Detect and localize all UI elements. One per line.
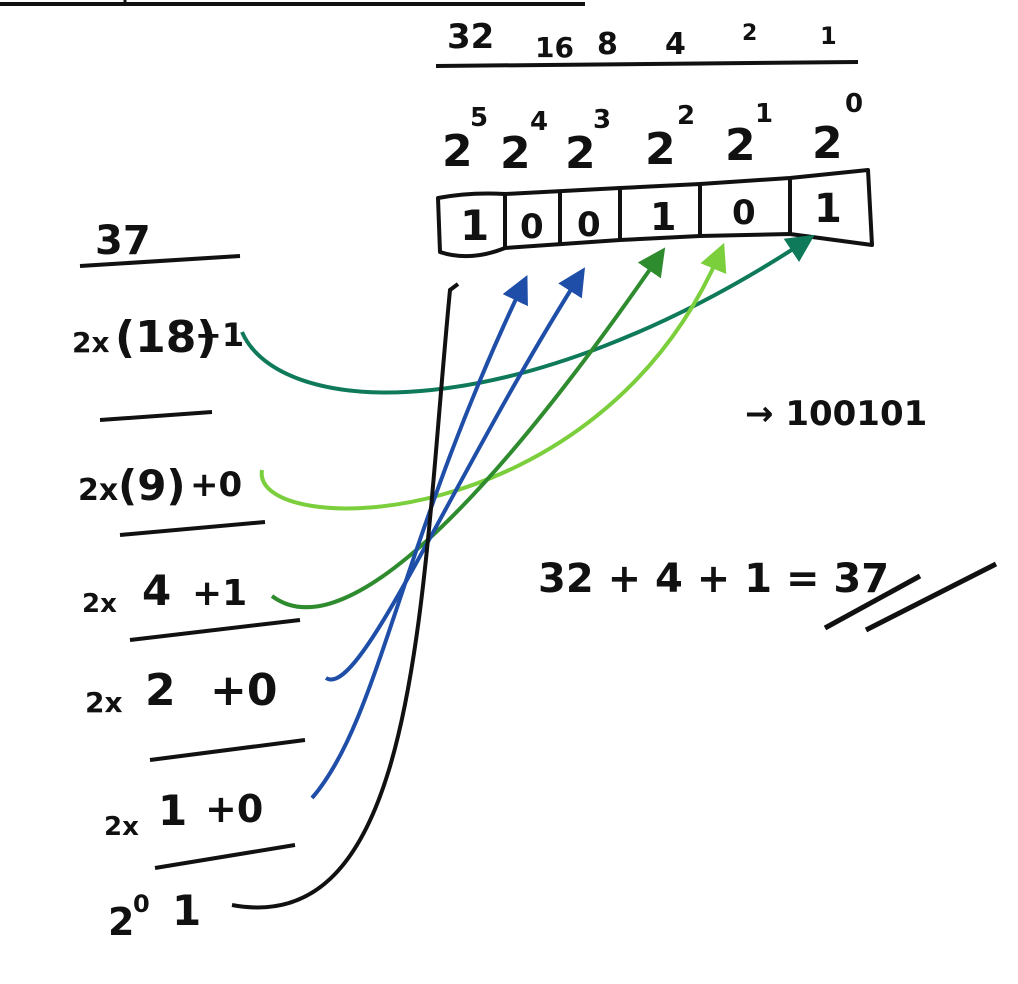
power-base-5: 2	[442, 126, 473, 177]
power-exp-1: 1	[755, 99, 773, 129]
arrow-remainder-5	[310, 274, 528, 800]
place-value-16: 16	[535, 31, 574, 64]
bit-digit: 0	[520, 207, 544, 247]
place-value-4: 4	[665, 27, 686, 62]
bit-digit: 1	[650, 195, 676, 239]
step-remainder: +1	[195, 316, 244, 354]
step-prefix: 2x	[78, 473, 118, 508]
double-underline-stroke	[864, 561, 998, 633]
step-divider	[119, 520, 266, 537]
division-step-3: 2x 4 +1	[82, 566, 247, 619]
step-remainder: +0	[210, 665, 277, 716]
division-step-2: 2x (9) +0	[78, 461, 242, 510]
step-prefix: 2x	[85, 686, 123, 719]
final-exp: 0	[133, 890, 150, 918]
step-divider	[154, 843, 296, 870]
power-base-1: 2	[725, 120, 756, 171]
step-prefix: 2x	[104, 812, 139, 842]
bit-box-outline	[436, 168, 874, 259]
power-base-0: 2	[812, 118, 843, 169]
step-remainder: +1	[192, 573, 247, 614]
power-exp-3: 3	[593, 105, 611, 135]
arrow-remainder-1	[240, 234, 815, 395]
start-number: 37	[95, 218, 151, 264]
place-value-2: 2	[742, 21, 757, 46]
arrow-remainder-2	[259, 242, 727, 511]
place-value-32: 32	[447, 17, 494, 57]
arrow-remainder-4	[324, 267, 585, 682]
arrow-remainder-final	[231, 282, 460, 910]
step-quotient: 1	[158, 786, 187, 835]
place-value-8: 8	[597, 27, 618, 62]
step-prefix: 2x	[72, 326, 110, 359]
step-quotient: (18)	[115, 312, 216, 363]
place-value-1: 1	[820, 22, 837, 50]
sum-equation: 32 + 4 + 1 = 37	[538, 556, 889, 602]
step-quotient: 4	[142, 566, 171, 615]
division-step-4: 2x 2 +0	[85, 665, 277, 719]
bit-digit: 1	[460, 201, 489, 250]
power-exp-0: 0	[845, 89, 863, 119]
step-prefix: 2x	[82, 589, 117, 619]
step-quotient: (9)	[118, 461, 186, 510]
power-exp-2: 2	[677, 101, 695, 131]
start-number-underline	[79, 254, 241, 268]
step-remainder: +0	[190, 465, 242, 505]
power-exp-5: 5	[470, 103, 488, 133]
division-step-1: 2x (18) +1	[72, 312, 244, 363]
power-exp-4: 4	[530, 107, 548, 137]
step-divider	[99, 410, 213, 422]
power-base-3: 2	[565, 128, 596, 179]
bit-box-row: 1 0 0 1 0 1	[436, 168, 874, 259]
powers-row: 2 5 2 4 2 3 2 2 2 1 2 0	[442, 89, 863, 179]
final-step: 2 0 1	[108, 886, 201, 944]
arrow-remainder-3	[270, 247, 666, 610]
final-base: 2	[108, 900, 134, 944]
result-binary: → 100101	[745, 394, 927, 434]
bit-digit: 1	[814, 186, 842, 232]
step-remainder: +0	[205, 787, 263, 831]
step-divider	[149, 738, 306, 762]
step-quotient: 2	[145, 665, 176, 716]
division-step-5: 2x 1 +0	[104, 786, 263, 842]
bit-digit: 0	[577, 205, 601, 245]
power-base-4: 2	[500, 128, 531, 179]
place-value-row: 32 16 8 4 2 1	[447, 17, 837, 64]
step-divider	[129, 618, 301, 642]
power-base-2: 2	[645, 124, 676, 175]
double-underline-stroke	[823, 573, 922, 631]
place-value-underline	[435, 60, 859, 68]
bit-digit: 0	[732, 193, 756, 233]
final-value: 1	[172, 886, 201, 935]
